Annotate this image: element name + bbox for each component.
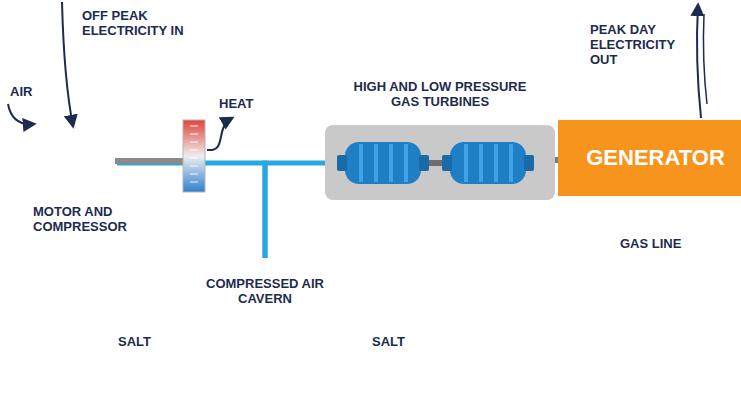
heat-exchanger <box>183 120 205 192</box>
text-slot: GENERATOR <box>558 145 741 171</box>
node-text: MOTOR AND COMPRESSOR <box>33 204 153 234</box>
heat-out-arrow <box>207 118 232 150</box>
node-text: GENERATOR <box>558 145 741 171</box>
label-slot: HEAT <box>219 96 269 111</box>
turbine-ring <box>404 144 408 182</box>
annotation-label: AIR <box>10 84 50 99</box>
compressor-highlight <box>19 164 103 176</box>
turbine-casing <box>345 142 421 184</box>
text-slot: HIGH AND LOW PRESSURE GAS TURBINES <box>340 79 540 109</box>
turbines-shape <box>325 125 555 200</box>
label-slot: OFF PEAK ELECTRICITY IN <box>82 8 204 38</box>
air-intake-arrow <box>8 104 34 124</box>
annotation-label: HEAT <box>219 96 269 111</box>
turbine-symbol <box>442 142 534 184</box>
label-slot: PEAK DAY ELECTRICITY OUT <box>590 22 690 67</box>
salt-dome-outline <box>8 227 730 399</box>
turbine-ring <box>374 144 378 182</box>
heat-exchanger-fins <box>190 126 198 182</box>
text-slot: COMPRESSED AIR CAVERN <box>162 276 368 307</box>
turbine-outlet <box>524 155 534 171</box>
turbine-inlet <box>442 155 452 171</box>
soil-layer <box>0 224 741 399</box>
turbine-outlet <box>419 155 429 171</box>
node-text: COMPRESSED AIR CAVERN <box>195 276 335 306</box>
gas-line-pipe <box>381 198 741 222</box>
generator-box: GENERATOR <box>558 120 741 196</box>
turbine-symbol <box>337 142 429 184</box>
turbine-casing <box>450 142 526 184</box>
label-slot: AIR <box>10 84 50 99</box>
turbine-inlet <box>337 155 347 171</box>
turbine-ring <box>464 144 468 182</box>
compressor-body <box>7 144 115 196</box>
compressor-pipe <box>115 158 184 164</box>
annotation-label: OFF PEAK ELECTRICITY IN <box>82 8 204 38</box>
text-slot: SALT <box>372 334 432 349</box>
compressor-shape <box>5 138 117 198</box>
label-slot: GAS LINE <box>620 236 710 251</box>
annotation-label: PEAK DAY ELECTRICITY OUT <box>590 22 690 67</box>
electricity-out-arrow-line <box>703 14 707 104</box>
turbine-panel: HIGH AND LOW PRESSURE GAS TURBINES <box>325 125 555 200</box>
turbine-ring <box>479 144 483 182</box>
turbine-coupling <box>429 160 442 166</box>
compressor-unit: MOTOR AND COMPRESSOR <box>5 138 117 198</box>
grass-ground <box>0 192 741 399</box>
annotation-label: GAS LINE <box>620 236 710 251</box>
node-text: SALT <box>118 334 178 349</box>
compressed-air-cavern: COMPRESSED AIR CAVERN <box>162 252 368 330</box>
electricity-out-arrow <box>697 5 701 118</box>
motor-plate <box>42 138 87 148</box>
air-pipe <box>265 163 325 258</box>
turbine-ring <box>509 144 513 182</box>
text-slot: MOTOR AND COMPRESSOR <box>33 204 153 234</box>
text-slot: SALT <box>118 334 178 349</box>
node-text: SALT <box>372 334 432 349</box>
node-text: HIGH AND LOW PRESSURE GAS TURBINES <box>340 79 540 109</box>
electricity-in-arrow <box>62 2 73 126</box>
cavern-outline <box>174 256 364 324</box>
turbine-ring <box>494 144 498 182</box>
turbine-ring <box>389 144 393 182</box>
turbine-ring <box>359 144 363 182</box>
